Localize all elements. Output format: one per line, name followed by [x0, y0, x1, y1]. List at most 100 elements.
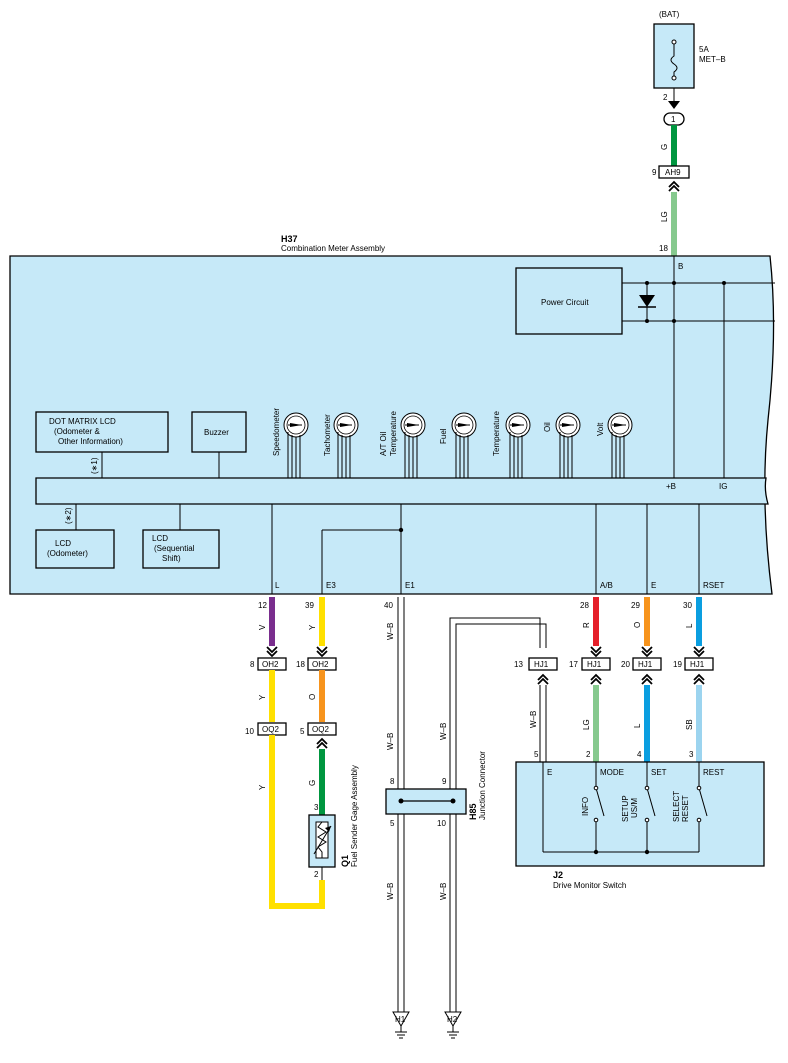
switch-pin-5: 5 — [534, 750, 539, 759]
connector-AH9-label: AH9 — [665, 168, 681, 177]
term-E3: E3 — [326, 581, 336, 590]
switch-term-REST: REST — [703, 768, 724, 777]
switch-pin-3: 3 — [689, 750, 694, 759]
term-E: E — [651, 581, 656, 590]
switch-select-line1: SELECT — [672, 791, 681, 822]
dot-matrix-line2: (Odometer & — [54, 427, 100, 436]
pin-5: 5 — [300, 727, 305, 736]
sender-code: Q1 — [340, 855, 350, 867]
connector-HJ1-d — [684, 657, 714, 671]
term-RSET: RSET — [703, 581, 724, 590]
lcd-odometer-line2: (Odometer) — [47, 549, 88, 558]
wire-V-label: V — [258, 624, 267, 630]
drive-monitor-switch — [515, 761, 765, 867]
wire-WB-switch — [449, 617, 547, 1012]
gauge-temperature-label: Temperature — [492, 411, 501, 456]
pin-13: 13 — [514, 660, 523, 669]
switch-info-label: INFO — [581, 797, 590, 816]
wire-WB-label-4: W–B — [439, 723, 448, 740]
pin-12: 12 — [258, 601, 267, 610]
wire-WB-label-6: W–B — [529, 711, 538, 728]
wire-LG-label: LG — [660, 211, 669, 222]
wire-L-label-2: L — [633, 723, 642, 728]
wire-WB-HJ1 — [539, 685, 547, 762]
lcd-odometer-note: (∗2) — [64, 507, 73, 524]
pin-19: 19 — [673, 660, 682, 669]
junction-pin-10: 10 — [437, 819, 446, 828]
wire-Y-loop — [269, 735, 325, 909]
switch-pin-2: 2 — [586, 750, 591, 759]
connector-HJ1-b-label: HJ1 — [587, 660, 602, 669]
wire-SB-label: SB — [685, 719, 694, 730]
switch-code: J2 — [553, 870, 563, 880]
junction-pin-9: 9 — [442, 777, 447, 786]
switch-term-MODE: MODE — [600, 768, 624, 777]
wire-G-label: G — [660, 144, 669, 150]
wire-Y-label-3: Y — [308, 624, 317, 630]
connector-HJ1-c-label: HJ1 — [638, 660, 653, 669]
term-IG: IG — [719, 482, 727, 491]
pin-39: 39 — [305, 601, 314, 610]
switch-pin-4: 4 — [637, 750, 642, 759]
fuse-icon — [670, 42, 678, 78]
gauge-at-line2: Temperature — [389, 411, 398, 456]
wire-WB-label-3: W–B — [386, 883, 395, 900]
wire-Y-label-2: Y — [258, 784, 267, 790]
junction-pin-5: 5 — [390, 819, 395, 828]
wire-O-label-1: O — [308, 694, 317, 700]
fuse-name: MET–B — [699, 55, 726, 64]
switch-term-SET: SET — [651, 768, 667, 777]
term-B: B — [678, 262, 683, 271]
switch-setup-line1: SETUP — [621, 795, 630, 822]
switch-contacts — [542, 762, 708, 855]
joint-label: 1 — [671, 115, 676, 124]
lcd-odometer-line1: LCD — [55, 539, 71, 548]
pin-17: 17 — [569, 660, 578, 669]
gauge-tachometer-label: Tachometer — [323, 414, 332, 456]
wire-O-label-2: O — [633, 622, 642, 628]
pin-2: 2 — [314, 870, 319, 879]
gauge-at-line1: A/T Oil — [379, 431, 388, 456]
switch-name: Drive Monitor Switch — [553, 881, 626, 890]
pin-28: 28 — [580, 601, 589, 610]
sender-name: Fuel Sender Gage Assembly — [350, 765, 359, 867]
wire-WB-label-1: W–B — [386, 623, 395, 640]
wire-L-label-1: L — [685, 623, 694, 628]
pin-9: 9 — [652, 168, 657, 177]
meter-panel — [9, 255, 775, 595]
term-L: L — [275, 581, 280, 590]
switch-term-E: E — [547, 768, 552, 777]
variable-resistor-icon — [317, 821, 327, 858]
gauge-volt-label: Volt — [596, 422, 605, 436]
power-circuit — [515, 267, 623, 335]
junction-name: Junction Connector — [478, 751, 487, 820]
meter-code: H37 — [281, 234, 298, 244]
switch-select-line2: RESET — [681, 795, 690, 822]
junction-code: H85 — [468, 803, 478, 820]
connector-AH9 — [658, 165, 690, 179]
diode-icon — [639, 295, 655, 307]
connector-HJ1-a — [528, 657, 558, 671]
pin-18b: 18 — [296, 660, 305, 669]
term-E1: E1 — [405, 581, 415, 590]
pin-20: 20 — [621, 660, 630, 669]
fuse-pin: 2 — [663, 93, 668, 102]
gauge-speedometer-label: Speedometer — [272, 408, 281, 456]
dot-matrix-note: (∗1) — [90, 457, 99, 474]
pin-8: 8 — [250, 660, 255, 669]
connector-HJ1-a-label: HJ1 — [534, 660, 549, 669]
pin-40: 40 — [384, 601, 393, 610]
wire-G-label-2: G — [308, 780, 317, 786]
connector-HJ1-d-label: HJ1 — [690, 660, 705, 669]
ground-H2: H2 — [447, 1015, 458, 1024]
pin-3: 3 — [314, 803, 319, 812]
power-circuit-label: Power Circuit — [541, 298, 589, 307]
fuse-amp: 5A — [699, 45, 709, 54]
lcd-odometer — [35, 529, 115, 569]
connector-HJ1-c — [632, 657, 662, 671]
lcd-sequential-line2: (Sequential — [154, 544, 195, 553]
bus-bar — [35, 477, 769, 505]
gauge-fuel-label: Fuel — [439, 428, 448, 444]
pin-29: 29 — [631, 601, 640, 610]
